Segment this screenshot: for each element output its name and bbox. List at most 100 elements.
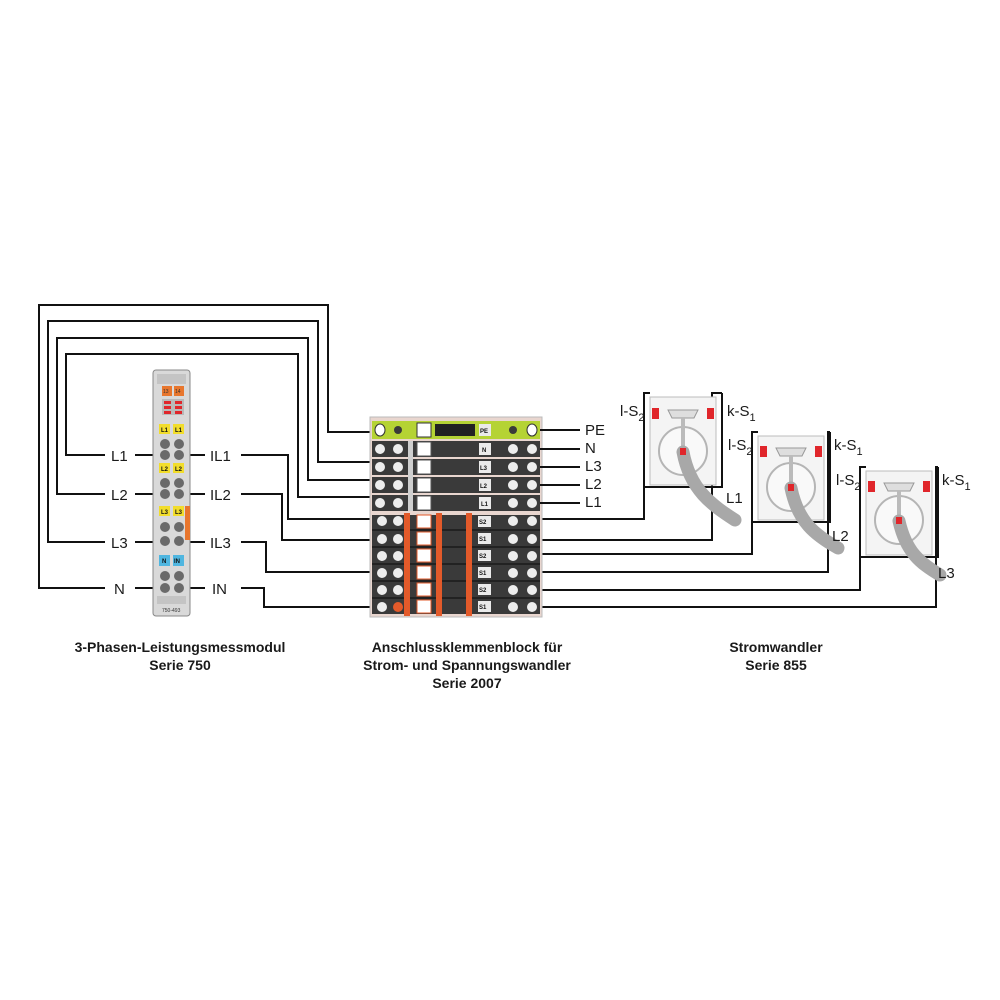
block-mark-s2: S2 <box>479 588 487 594</box>
module-mark-label: L3 <box>161 510 169 516</box>
module-mark-l1-b <box>173 424 184 434</box>
current-section: S2 S1 S2 S1 <box>372 513 540 616</box>
voltage-row-l2: L2 <box>372 477 540 493</box>
terminal-marker <box>707 408 714 419</box>
voltage-label-n: N <box>585 440 596 457</box>
block-mark-s2: S2 <box>479 554 487 560</box>
label-il1: IL1 <box>210 448 231 465</box>
terminal-clamp <box>160 522 170 532</box>
module-tab-14 <box>174 386 184 396</box>
terminal-clamp <box>160 450 170 460</box>
module-mark-l2-b <box>173 463 184 473</box>
terminal-clamp <box>174 478 184 488</box>
terminal-clamp <box>160 536 170 546</box>
voltage-row-l3: L3 <box>372 459 540 475</box>
ct3-primary-label: L3 <box>938 565 955 582</box>
terminal-marker <box>868 481 875 492</box>
terminal-clamp <box>160 571 170 581</box>
ct1-primary-label: L1 <box>726 490 743 507</box>
captions: 3-Phasen-Leistungsmessmodul Serie 750 An… <box>75 639 824 691</box>
terminal-block: PE N L3 L2 <box>369 416 605 618</box>
ct2-primary-label: L2 <box>832 528 849 545</box>
voltage-row-n: N <box>372 441 540 457</box>
block-mark-s1: S1 <box>479 571 487 577</box>
jumper-bar <box>466 513 472 616</box>
ct1-s2-label: l-S2 <box>620 403 644 424</box>
module-mark-label: L1 <box>161 428 169 434</box>
ct3-s2-label: l-S2 <box>836 472 860 493</box>
block-mark-l3: L3 <box>480 466 488 472</box>
current-transformer-3: l-S2 k-S1 L3 <box>836 467 971 582</box>
block-caption-line2: Strom- und Spannungswandler <box>363 657 571 673</box>
ct2-s2-label: l-S2 <box>728 437 752 458</box>
module-tab-label-14: 14 <box>175 389 181 395</box>
module-mark-l1-a <box>159 424 170 434</box>
label-n: N <box>114 581 125 598</box>
ct3-s1-label: k-S1 <box>942 472 971 493</box>
wire-l3-voltage <box>47 320 375 543</box>
module-mark-label: L3 <box>175 510 183 516</box>
label-il2: IL2 <box>210 487 231 504</box>
wire-l1-voltage <box>65 353 375 498</box>
module-mark-label: L2 <box>161 467 169 473</box>
module-tab-label-13: 13 <box>163 389 169 395</box>
module-mark-in <box>173 555 184 566</box>
terminal-clamp <box>160 489 170 499</box>
jumper-bar <box>436 513 442 616</box>
terminal-clamp <box>174 536 184 546</box>
current-row: S1 <box>377 531 537 546</box>
module-tab-13 <box>162 386 172 396</box>
voltage-label-pe: PE <box>585 422 605 439</box>
module-mark-label: IN <box>174 559 180 565</box>
block-caption-line1: Anschlussklemmenblock für <box>372 639 563 655</box>
module-mark-n <box>159 555 170 566</box>
voltage-label-l3: L3 <box>585 458 602 475</box>
label-l1: L1 <box>111 448 128 465</box>
current-row: S1 <box>377 565 537 580</box>
module-caption-line1: 3-Phasen-Leistungsmessmodul <box>75 639 286 655</box>
voltage-row-l1: L1 <box>372 495 540 511</box>
terminal-clamp <box>174 450 184 460</box>
block-mark-s1: S1 <box>479 537 487 543</box>
wire-l2-voltage <box>56 337 375 495</box>
terminal-clamp <box>160 478 170 488</box>
wire-n-voltage <box>38 304 375 589</box>
power-measurement-module: 13 14 L1 L1 L2 L2 L3 L3 <box>152 369 191 617</box>
current-row: S2 <box>377 582 537 597</box>
terminal-clamp <box>160 583 170 593</box>
ct-caption-line2: Serie 855 <box>745 657 807 673</box>
terminal-clamp <box>160 439 170 449</box>
module-part-number: 750-493 <box>162 608 181 614</box>
label-l2: L2 <box>111 487 128 504</box>
module-mark-l2-a <box>159 463 170 473</box>
terminal-clamp <box>174 489 184 499</box>
voltage-label-l2: L2 <box>585 476 602 493</box>
current-row: S2 <box>377 548 537 563</box>
module-mark-label: L1 <box>175 428 183 434</box>
current-row: S1 <box>377 599 537 614</box>
current-transformer-1: l-S2 k-S1 L1 <box>620 393 756 527</box>
label-il3: IL3 <box>210 535 231 552</box>
terminal-clamp <box>174 583 184 593</box>
terminal-marker <box>652 408 659 419</box>
terminal-clamp <box>174 439 184 449</box>
label-in: IN <box>212 581 227 598</box>
terminal-clamp <box>174 571 184 581</box>
block-mark-l1: L1 <box>481 502 489 508</box>
module-mark-l3-a <box>159 506 170 516</box>
ct2-s1-label: k-S1 <box>834 437 863 458</box>
voltage-label-l1: L1 <box>585 494 602 511</box>
block-mark-pe: PE <box>480 429 488 435</box>
current-transformer-2: l-S2 k-S1 L2 <box>728 432 863 555</box>
terminal-clamp <box>174 522 184 532</box>
terminal-marker <box>760 446 767 457</box>
block-mark-s2: S2 <box>479 520 487 526</box>
current-row: S2 <box>377 514 537 529</box>
module-mark-label: L2 <box>175 467 183 473</box>
module-channel-labels: L1 IL1 L2 IL2 L3 IL3 N IN <box>105 446 241 598</box>
ct1-s1-label: k-S1 <box>727 403 756 424</box>
label-l3: L3 <box>111 535 128 552</box>
module-mark-l3-b <box>173 506 184 516</box>
module-caption-line2: Serie 750 <box>149 657 211 673</box>
